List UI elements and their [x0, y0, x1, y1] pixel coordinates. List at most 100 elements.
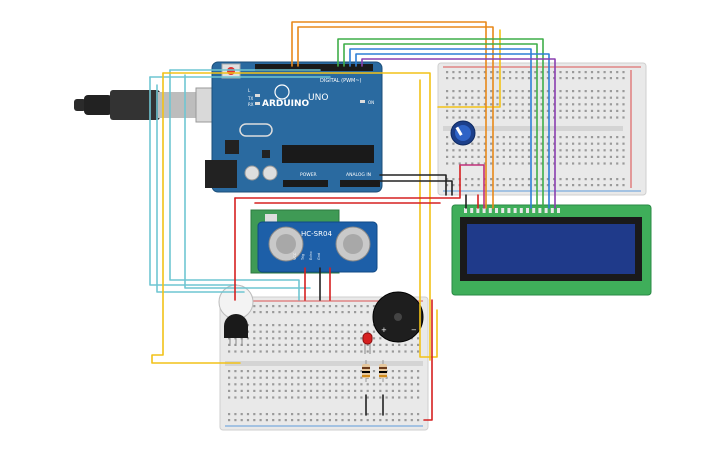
breadboard-hole: [534, 149, 537, 152]
breadboard-hole: [565, 178, 568, 181]
breadboard-hole: [354, 305, 357, 308]
digital-header: [255, 64, 373, 71]
breadboard-hole: [253, 350, 256, 353]
breadboard-hole: [540, 71, 543, 74]
breadboard-hole: [509, 178, 512, 181]
breadboard-hole: [616, 116, 619, 119]
breadboard-hole: [360, 389, 363, 392]
capacitor: [244, 165, 260, 181]
breadboard-hole: [417, 350, 420, 353]
breadboard-hole: [565, 184, 568, 187]
arduino-uno-board: DIGITAL (PWM~) ARDUINO UNO L TX RX ON PO…: [205, 61, 383, 193]
breadboard-hole: [603, 155, 606, 158]
breadboard-hole: [398, 389, 401, 392]
breadboard-hole: [246, 350, 250, 353]
breadboard-hole: [540, 109, 543, 112]
breadboard-hole: [379, 413, 382, 416]
breadboard-hole: [578, 149, 581, 152]
wire-blue: [349, 48, 532, 209]
lcd-pin: [519, 208, 523, 213]
breadboard-hole: [354, 343, 357, 346]
breadboard-hole: [527, 162, 531, 165]
breadboard-hole: [490, 71, 493, 74]
red-led: [362, 332, 373, 354]
breadboard-hole: [490, 109, 493, 112]
breadboard-hole: [391, 350, 394, 353]
buzzer-minus: −: [411, 326, 417, 334]
breadboard-hole: [417, 396, 420, 399]
breadboard-hole: [316, 419, 319, 422]
breadboard-hole: [398, 376, 401, 379]
breadboard-hole: [284, 337, 287, 340]
breadboard-hole: [534, 90, 537, 93]
breadboard-hole: [477, 90, 480, 93]
breadboard-hole: [446, 90, 449, 93]
breadboard-hole: [297, 350, 300, 353]
breadboard-hole: [559, 116, 562, 119]
breadboard-hole: [464, 162, 468, 165]
breadboard-hole: [464, 71, 468, 74]
breadboard-hole: [565, 149, 568, 152]
breadboard-hole: [597, 136, 600, 139]
breadboard-hole: [417, 337, 420, 340]
breadboard-hole: [572, 77, 575, 80]
breadboard-hole: [616, 96, 619, 99]
breadboard-hole: [272, 413, 275, 416]
breadboard-hole: [335, 305, 338, 308]
breadboard-hole: [253, 305, 256, 308]
breadboard-hole: [335, 330, 338, 333]
breadboard-hole: [477, 136, 480, 139]
breadboard-hole: [515, 149, 518, 152]
breadboard-hole: [502, 71, 505, 74]
wire-red: [234, 164, 461, 199]
breadboard-hole: [559, 155, 562, 158]
breadboard-hole: [335, 343, 338, 346]
breadboard-hole: [483, 90, 486, 93]
breadboard-hole: [379, 350, 382, 353]
breadboard-hole: [559, 96, 562, 99]
breadboard-hole: [490, 90, 493, 93]
breadboard-hole: [379, 396, 382, 399]
breadboard-hole: [616, 90, 619, 93]
breadboard-hole: [590, 96, 594, 99]
lcd-pin: [538, 208, 542, 213]
breadboard-hole: [284, 311, 287, 314]
lcd-pin: [495, 208, 498, 213]
breadboard-hole: [452, 96, 455, 99]
breadboard-hole: [622, 103, 625, 106]
breadboard-hole: [584, 162, 587, 165]
breadboard-hole: [515, 155, 518, 158]
breadboard-hole: [603, 184, 606, 187]
breadboard-hole: [309, 419, 313, 422]
breadboard-hole: [354, 330, 357, 333]
breadboard-hole: [278, 413, 281, 416]
breadboard-hole: [303, 419, 306, 422]
breadboard-hole: [259, 383, 262, 386]
breadboard-hole: [578, 116, 581, 119]
breadboard-hole: [265, 305, 268, 308]
breadboard-hole: [521, 90, 524, 93]
breadboard-hole: [291, 337, 294, 340]
lcd-pin: [513, 208, 517, 213]
breadboard-hole: [584, 77, 587, 80]
breadboard-hole: [366, 383, 369, 386]
breadboard-hole: [597, 109, 600, 112]
breadboard-hole: [391, 343, 394, 346]
breadboard-hole: [347, 324, 350, 327]
breadboard-hole: [297, 370, 300, 373]
breadboard-hole: [559, 184, 562, 187]
breadboard-hole: [303, 330, 306, 333]
wire-magenta: [459, 164, 485, 209]
breadboard-hole: [471, 96, 474, 99]
breadboard-hole: [360, 383, 363, 386]
breadboard-hole: [246, 413, 250, 416]
breadboard-hole: [297, 330, 300, 333]
breadboard-hole: [372, 383, 376, 386]
breadboard-hole: [291, 396, 294, 399]
breadboard-hole: [234, 389, 237, 392]
breadboard-hole: [483, 155, 486, 158]
breadboard-hole: [253, 337, 256, 340]
breadboard-hole: [360, 396, 363, 399]
breadboard-hole: [584, 136, 587, 139]
wire-green: [337, 38, 544, 209]
